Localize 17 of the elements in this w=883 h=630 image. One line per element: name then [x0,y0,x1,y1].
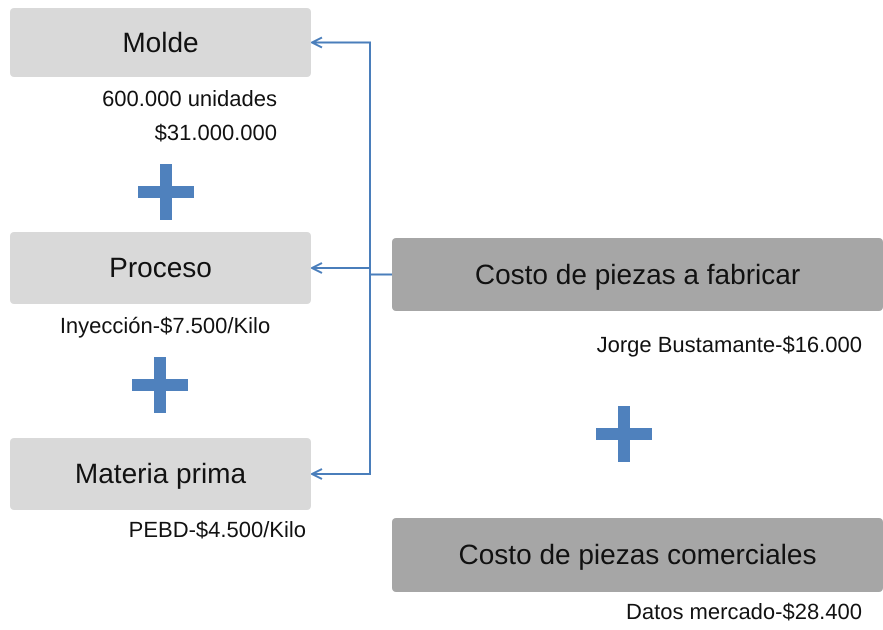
process-box [10,438,311,510]
arrow [311,274,392,480]
node-caption: Datos mercado-$28.400 [626,599,862,625]
process-box [10,8,311,77]
box-title: Proceso [109,252,212,284]
process-box [10,232,311,304]
box-title: Costo de piezas comerciales [458,539,816,571]
node-caption: Jorge Bustamante-$16.000 [596,332,862,358]
node-caption: Inyección-$7.500/Kilo [60,313,270,339]
process-box [392,238,883,311]
process-box [392,518,883,592]
box-title: Materia prima [74,458,246,490]
box-title: Molde [122,26,199,58]
node-caption: $31.000.000 [154,120,277,146]
node-caption: 600.000 unidades [102,86,277,112]
node-caption: PEBD-$4.500/Kilo [128,517,306,543]
box-title: Costo de piezas a fabricar [474,258,800,290]
